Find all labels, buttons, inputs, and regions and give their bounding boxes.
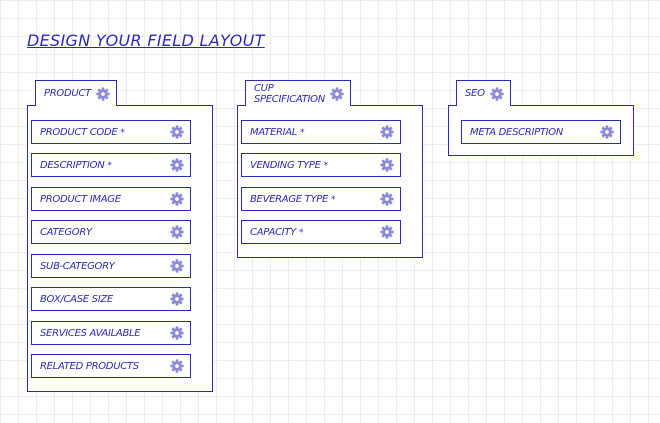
group-title: PRODUCT	[44, 88, 91, 99]
gear-icon[interactable]	[96, 86, 110, 101]
field-label: DESCRIPTION*	[40, 159, 112, 171]
field-label: PRODUCT CODE*	[40, 126, 125, 138]
field-label: BEVERAGE TYPE*	[250, 193, 336, 205]
gear-icon[interactable]	[170, 125, 184, 139]
field-label: CAPACITY*	[250, 226, 304, 238]
field-product-code[interactable]: PRODUCT CODE*	[31, 120, 191, 144]
gear-icon[interactable]	[170, 326, 184, 340]
gear-icon[interactable]	[170, 158, 184, 172]
field-material[interactable]: MATERIAL*	[241, 120, 401, 144]
gear-icon[interactable]	[380, 125, 394, 139]
required-marker: *	[331, 194, 336, 205]
field-category[interactable]: CATEGORY	[31, 220, 191, 244]
field-label: BOX/CASE SIZE	[40, 293, 113, 305]
required-marker: *	[298, 227, 304, 238]
gear-icon[interactable]	[380, 225, 394, 239]
gear-icon[interactable]	[380, 158, 394, 172]
required-marker: *	[300, 127, 305, 138]
gear-icon[interactable]	[170, 259, 184, 273]
group-title: CUP SPECIFICATION	[254, 82, 325, 105]
field-label: SERVICES AVAILABLE	[40, 327, 141, 339]
group-tab-product[interactable]: PRODUCT	[35, 80, 117, 106]
group-tab-seo[interactable]: SEO	[456, 80, 511, 106]
gear-icon[interactable]	[170, 292, 184, 306]
field-sub-category[interactable]: SUB-CATEGORY	[31, 254, 191, 278]
field-label: RELATED PRODUCTS	[40, 360, 139, 372]
field-description[interactable]: DESCRIPTION*	[31, 153, 191, 177]
field-label: MATERIAL*	[250, 126, 305, 138]
field-label: VENDING TYPE*	[250, 159, 329, 171]
field-label: META DESCRIPTION	[470, 126, 564, 138]
field-label: CATEGORY	[40, 226, 92, 238]
field-beverage-type[interactable]: BEVERAGE TYPE*	[241, 187, 401, 211]
gear-icon[interactable]	[170, 359, 184, 373]
field-box-case-size[interactable]: BOX/CASE SIZE	[31, 287, 191, 311]
field-capacity[interactable]: CAPACITY*	[241, 220, 401, 244]
page-title: DESIGN YOUR FIELD LAYOUT	[27, 31, 265, 50]
gear-icon[interactable]	[490, 86, 504, 101]
required-marker: *	[107, 160, 112, 171]
group-title: SEO	[465, 88, 485, 99]
gear-icon[interactable]	[170, 225, 184, 239]
group-panel: META DESCRIPTION	[448, 105, 634, 156]
gear-icon[interactable]	[380, 192, 394, 206]
field-label: PRODUCT IMAGE	[40, 193, 121, 205]
field-related-products[interactable]: RELATED PRODUCTS	[31, 354, 191, 378]
group-panel: MATERIAL* VENDING TYPE* BEVERAGE TYPE* C…	[237, 105, 423, 258]
field-services-available[interactable]: SERVICES AVAILABLE	[31, 321, 191, 345]
gear-icon[interactable]	[170, 192, 184, 206]
field-product-image[interactable]: PRODUCT IMAGE	[31, 187, 191, 211]
gear-icon[interactable]	[600, 125, 614, 139]
required-marker: *	[323, 160, 329, 171]
required-marker: *	[120, 127, 125, 138]
field-label: SUB-CATEGORY	[40, 260, 115, 272]
gear-icon[interactable]	[330, 86, 344, 101]
group-tab-cup-specification[interactable]: CUP SPECIFICATION	[245, 80, 351, 106]
group-panel: PRODUCT CODE* DESCRIPTION* PRODUCT IMAGE…	[27, 105, 213, 392]
field-vending-type[interactable]: VENDING TYPE*	[241, 153, 401, 177]
field-meta-description[interactable]: META DESCRIPTION	[461, 120, 621, 144]
